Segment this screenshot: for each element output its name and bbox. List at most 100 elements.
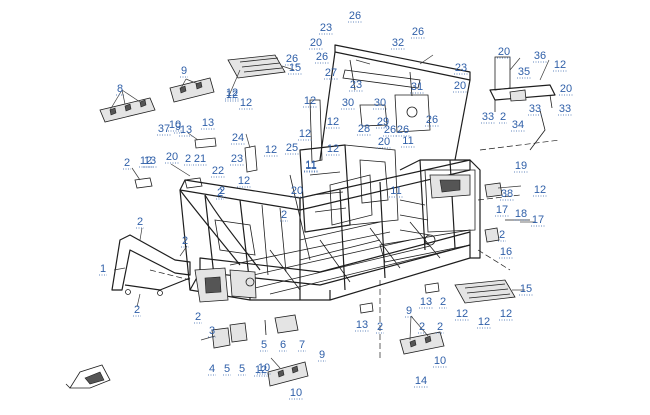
- callout-label[interactable]: 23: [455, 62, 467, 74]
- callout-label[interactable]: 12: [299, 128, 311, 140]
- callout-label[interactable]: 34: [512, 119, 524, 131]
- callout-label[interactable]: 11: [305, 159, 316, 171]
- callout-label[interactable]: 23: [350, 79, 362, 91]
- callout-label[interactable]: 36: [534, 50, 546, 62]
- callout-label[interactable]: 37: [158, 123, 170, 135]
- callout-label[interactable]: 13: [180, 124, 192, 136]
- callout-label[interactable]: 33: [559, 103, 571, 115]
- callout-label[interactable]: 2: [440, 296, 446, 308]
- callout-label[interactable]: 9: [181, 65, 187, 77]
- callout-label[interactable]: 26: [397, 124, 409, 136]
- callout-label[interactable]: 26: [426, 114, 438, 126]
- callout-label[interactable]: 12: [478, 316, 490, 328]
- callout-label[interactable]: 2: [419, 321, 425, 333]
- callout-label[interactable]: 10: [290, 387, 302, 399]
- callout-label[interactable]: 16: [500, 246, 512, 258]
- callout-label[interactable]: 2: [499, 229, 505, 241]
- callout-label[interactable]: 9: [319, 349, 325, 361]
- callout-label[interactable]: 2: [195, 311, 201, 323]
- callout-label[interactable]: 7: [299, 339, 305, 351]
- callout-label[interactable]: 26: [286, 53, 298, 65]
- callout-label[interactable]: 6: [280, 339, 286, 351]
- callout-label[interactable]: 20: [498, 46, 510, 58]
- callout-label[interactable]: 35: [518, 66, 530, 78]
- callout-label[interactable]: 14: [415, 375, 427, 387]
- callout-label[interactable]: 12: [500, 308, 512, 320]
- callout-label[interactable]: 12: [304, 95, 316, 107]
- callout-label[interactable]: 26: [316, 51, 328, 63]
- callout-label[interactable]: 33: [482, 111, 494, 123]
- callout-label[interactable]: 2: [182, 235, 188, 247]
- callout-label[interactable]: 12: [226, 87, 238, 99]
- callout-label[interactable]: 20: [310, 37, 322, 49]
- callout-label[interactable]: 2: [134, 304, 140, 316]
- callout-label[interactable]: 29: [377, 116, 389, 128]
- callout-label[interactable]: 26: [412, 26, 424, 38]
- callout-label[interactable]: 10: [434, 355, 446, 367]
- callout-label[interactable]: 12: [140, 155, 152, 167]
- callout-label[interactable]: 32: [392, 37, 404, 49]
- callout-label[interactable]: 2: [281, 209, 287, 221]
- callout-label[interactable]: 1: [100, 263, 106, 275]
- callout-label[interactable]: 26: [384, 124, 396, 136]
- callout-label[interactable]: 18: [515, 208, 527, 220]
- callout-label[interactable]: 12: [265, 144, 277, 156]
- callout-label[interactable]: 12: [226, 89, 238, 101]
- callout-label[interactable]: 12: [327, 116, 339, 128]
- callout-label[interactable]: 20: [378, 136, 390, 148]
- callout-label[interactable]: 38: [501, 188, 513, 200]
- callout-label[interactable]: 4: [209, 363, 215, 375]
- callout-label[interactable]: 13: [356, 319, 368, 331]
- callout-label[interactable]: 12: [456, 308, 468, 320]
- callout-label[interactable]: 5: [261, 339, 267, 351]
- callout-label[interactable]: 12: [554, 59, 566, 71]
- callout-label[interactable]: 13: [202, 117, 214, 129]
- callout-label[interactable]: 27: [325, 67, 337, 79]
- callout-label[interactable]: 10: [258, 362, 270, 374]
- callout-label[interactable]: 20: [454, 80, 466, 92]
- callout-label[interactable]: 25: [286, 142, 298, 154]
- callout-label[interactable]: 5: [224, 363, 230, 375]
- callout-label[interactable]: 24: [232, 132, 244, 144]
- callout-label[interactable]: 26: [349, 10, 361, 22]
- callout-label[interactable]: 20: [291, 185, 303, 197]
- callout-label[interactable]: 12: [240, 97, 252, 109]
- callout-label[interactable]: 23: [320, 22, 332, 34]
- callout-label[interactable]: 2: [219, 185, 225, 197]
- callout-label[interactable]: 2: [124, 157, 130, 169]
- callout-label[interactable]: 31: [411, 81, 423, 93]
- callout-label[interactable]: 11: [390, 185, 401, 197]
- callout-label[interactable]: 30: [342, 97, 354, 109]
- callout-label[interactable]: 30: [374, 97, 386, 109]
- callout-label[interactable]: 13: [420, 296, 432, 308]
- callout-label[interactable]: 33: [529, 103, 541, 115]
- callout-label[interactable]: 11: [305, 160, 316, 172]
- callout-label[interactable]: 5: [239, 363, 245, 375]
- callout-label[interactable]: 23: [231, 153, 243, 165]
- callout-label[interactable]: 17: [496, 204, 508, 216]
- callout-label[interactable]: 2: [500, 111, 506, 123]
- callout-label[interactable]: 8: [117, 83, 123, 95]
- callout-label[interactable]: 12: [255, 364, 267, 376]
- callout-label[interactable]: 28: [358, 123, 370, 135]
- callout-label[interactable]: 10: [169, 119, 181, 131]
- callout-label[interactable]: 19: [515, 160, 527, 172]
- callout-label[interactable]: 2: [437, 321, 443, 333]
- callout-label[interactable]: 9: [406, 305, 412, 317]
- callout-label[interactable]: 22: [212, 165, 224, 177]
- callout-label[interactable]: 2: [217, 187, 223, 199]
- callout-label[interactable]: 2: [137, 216, 143, 228]
- callout-label[interactable]: 9: [175, 121, 181, 133]
- callout-label[interactable]: 20: [166, 151, 178, 163]
- callout-label[interactable]: 3: [209, 325, 215, 337]
- callout-label[interactable]: 12: [238, 175, 250, 187]
- callout-label[interactable]: 2: [377, 321, 383, 333]
- callout-label[interactable]: 12: [327, 143, 339, 155]
- callout-label[interactable]: 17: [532, 214, 544, 226]
- callout-label[interactable]: 21: [194, 153, 206, 165]
- callout-label[interactable]: 20: [560, 83, 572, 95]
- callout-label[interactable]: 15: [520, 283, 532, 295]
- callout-label[interactable]: 13: [144, 155, 156, 167]
- callout-label[interactable]: 11: [402, 135, 413, 147]
- callout-label[interactable]: 12: [534, 184, 546, 196]
